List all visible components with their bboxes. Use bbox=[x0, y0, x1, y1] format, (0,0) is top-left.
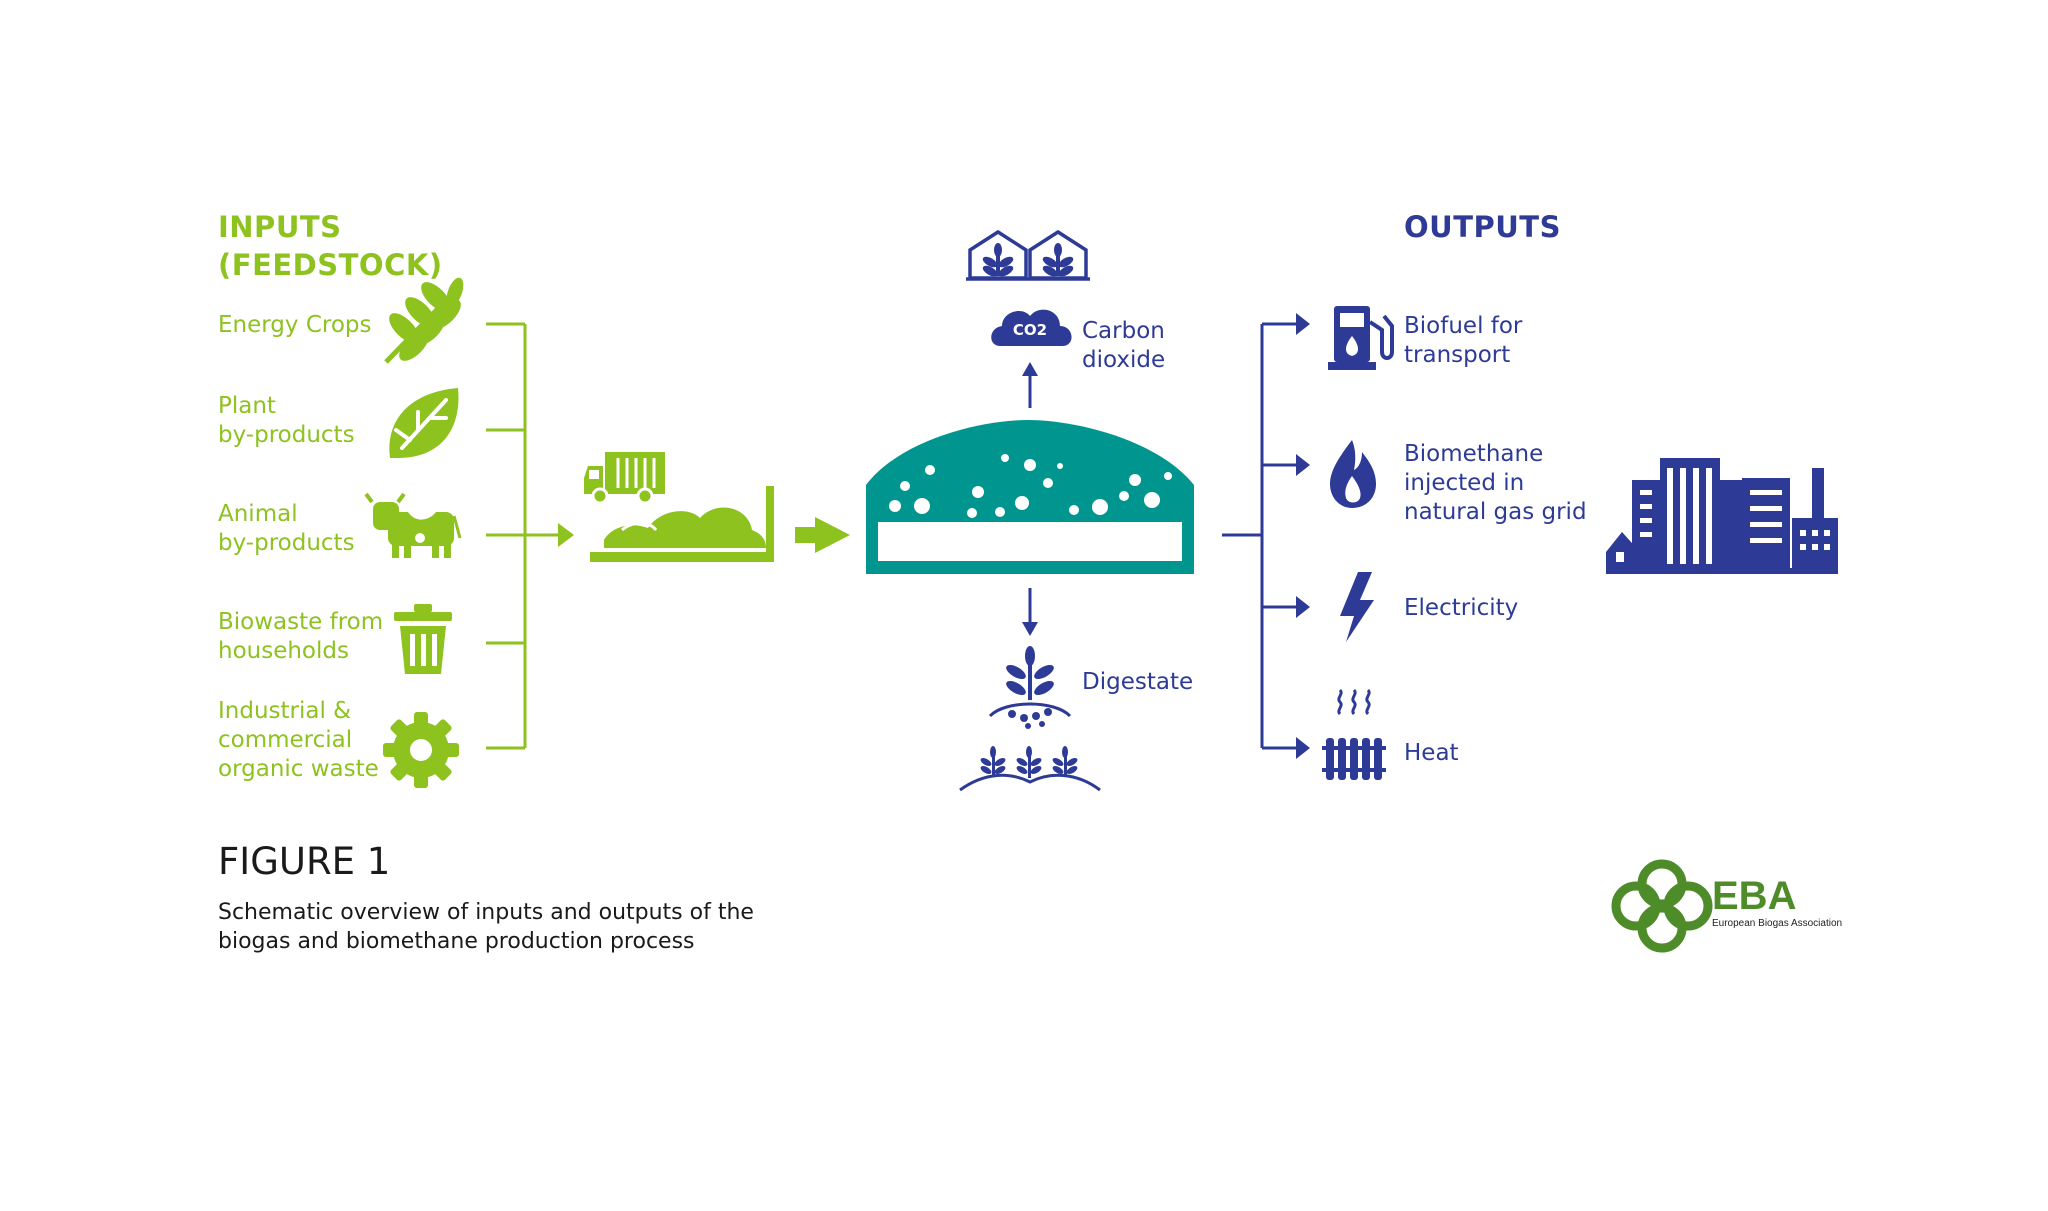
digestate-arrow bbox=[1022, 588, 1038, 636]
eba-logo-mark bbox=[1611, 859, 1713, 953]
inputs-heading-line1: INPUTS bbox=[218, 210, 342, 244]
co2-arrow bbox=[1022, 362, 1038, 408]
carbon-dioxide-label: Carbon dioxide bbox=[1082, 317, 1165, 375]
figure-caption-line: biogas and biomethane production process bbox=[218, 929, 695, 954]
input-label-line: Industrial & bbox=[218, 698, 352, 724]
cow-icon bbox=[364, 492, 462, 558]
carbon-label-line: dioxide bbox=[1082, 347, 1166, 373]
digester-icon bbox=[866, 420, 1194, 574]
leaf-icon bbox=[389, 388, 459, 458]
input-label-line: by-products bbox=[218, 530, 355, 556]
input-label-energy-crops: Energy Crops bbox=[218, 311, 372, 340]
outputs-heading: OUTPUTS bbox=[1404, 210, 1561, 244]
output-arrowheads bbox=[1296, 313, 1310, 759]
eba-logo-letters: EBA bbox=[1712, 874, 1797, 918]
input-label-line: by-products bbox=[218, 422, 355, 448]
figure-title: FIGURE 1 bbox=[218, 840, 391, 883]
gear-icon bbox=[383, 712, 459, 788]
input-arrowhead bbox=[558, 523, 574, 547]
input-label-biowaste: Biowaste from households bbox=[218, 608, 383, 666]
output-label-line: transport bbox=[1404, 342, 1511, 368]
flame-icon bbox=[1330, 440, 1376, 508]
output-label-biofuel: Biofuel for transport bbox=[1404, 312, 1522, 370]
input-connectors bbox=[486, 322, 558, 750]
fuel-pump-icon bbox=[1328, 306, 1394, 370]
eba-logo-subtitle: European Biogas Association bbox=[1712, 918, 1843, 929]
lightning-icon bbox=[1340, 572, 1374, 642]
output-connectors bbox=[1222, 322, 1296, 750]
greenhouse-icon bbox=[966, 229, 1090, 281]
input-label-line: households bbox=[218, 638, 349, 664]
feedstock-pile-icon bbox=[590, 486, 774, 562]
trash-bin-icon bbox=[394, 604, 452, 674]
city-skyline-icon bbox=[1606, 458, 1838, 574]
radiator-icon bbox=[1322, 688, 1386, 780]
inputs-heading-line2: (FEEDSTOCK) bbox=[218, 248, 443, 282]
fields-icon bbox=[959, 746, 1101, 792]
truck-icon bbox=[584, 452, 665, 505]
feed-arrow bbox=[795, 517, 850, 553]
sprout-icon bbox=[988, 646, 1072, 729]
output-label-line: injected in bbox=[1404, 470, 1525, 496]
inputs-heading: INPUTS (FEEDSTOCK) bbox=[218, 208, 443, 284]
output-label-line: natural gas grid bbox=[1404, 499, 1587, 525]
input-label-line: Energy Crops bbox=[218, 312, 372, 338]
greenhouse-plants bbox=[982, 243, 1074, 277]
figure-caption: Schematic overview of inputs and outputs… bbox=[218, 898, 754, 956]
input-label-line: organic waste bbox=[218, 756, 379, 782]
digestate-label: Digestate bbox=[1082, 669, 1194, 695]
input-label-line: Animal bbox=[218, 501, 298, 527]
input-label-line: commercial bbox=[218, 727, 353, 753]
input-label-industrial-waste: Industrial & commercial organic waste bbox=[218, 697, 379, 784]
output-label-electricity: Electricity bbox=[1404, 595, 1519, 621]
input-label-line: Biowaste from bbox=[218, 609, 384, 635]
wheat-icon bbox=[384, 277, 464, 364]
input-label-plant-byproducts: Plant by-products bbox=[218, 392, 355, 450]
co2-badge: CO2 bbox=[1012, 321, 1048, 339]
co2-cloud-icon bbox=[991, 309, 1072, 346]
figure-caption-line: Schematic overview of inputs and outputs… bbox=[218, 900, 754, 925]
digester-bubbles bbox=[889, 454, 1172, 518]
output-label-biomethane: Biomethane injected in natural gas grid bbox=[1404, 440, 1587, 527]
output-label-line: Biofuel for bbox=[1404, 313, 1523, 339]
input-label-animal-byproducts: Animal by-products bbox=[218, 500, 355, 558]
output-label-line: Biomethane bbox=[1404, 441, 1544, 467]
carbon-label-line: Carbon bbox=[1082, 318, 1165, 344]
input-label-line: Plant bbox=[218, 393, 276, 419]
output-label-heat: Heat bbox=[1404, 740, 1459, 766]
